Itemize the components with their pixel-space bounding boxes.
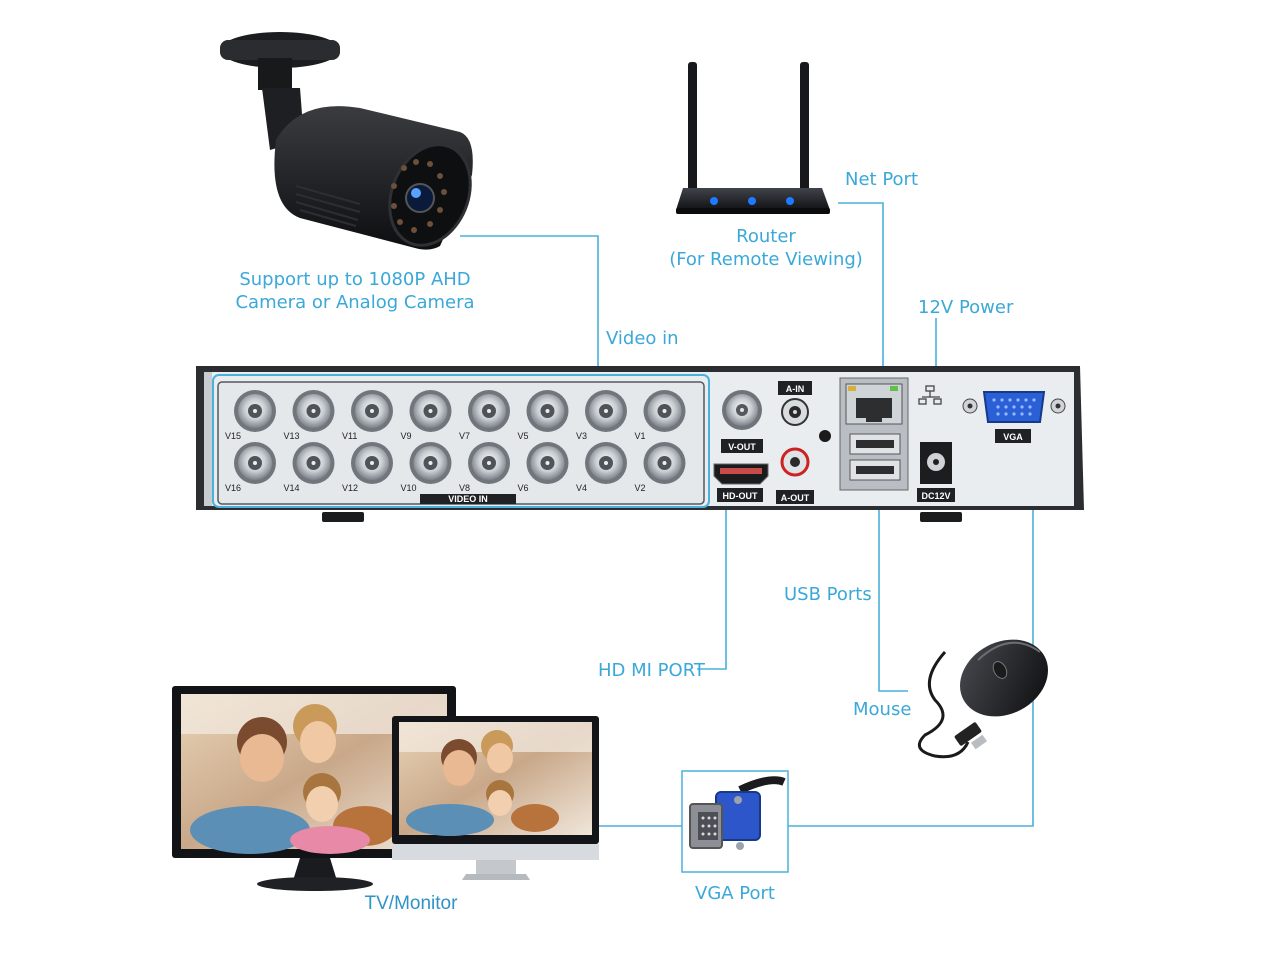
bnc-connector-v7 <box>468 390 510 432</box>
hd-out-tag: HD-OUT <box>723 491 758 501</box>
audio-out-jack <box>780 447 810 477</box>
channel-label-v4: V4 <box>576 483 587 493</box>
channel-label-v11: V11 <box>342 431 357 441</box>
vga-cable-icon <box>689 776 786 850</box>
a-in-tag: A-IN <box>786 384 805 394</box>
channel-label-v16: V16 <box>225 483 241 493</box>
channel-label-v14: V14 <box>284 483 300 493</box>
channel-label-v10: V10 <box>401 483 417 493</box>
bnc-connector-v15 <box>234 390 276 432</box>
line-camera-video-in <box>460 235 599 375</box>
monitor-icon <box>172 686 599 891</box>
bnc-connector-v14 <box>292 442 335 484</box>
bnc-connector-v4 <box>585 442 627 484</box>
line-hdmi <box>697 483 727 670</box>
router-label-line2: (For Remote Viewing) <box>669 249 863 270</box>
channel-label-v13: V13 <box>284 431 300 441</box>
vga-port-label: VGA Port <box>695 883 775 904</box>
v-out-connector <box>722 390 762 430</box>
bnc-connector-v3 <box>585 390 627 432</box>
network-icon <box>918 385 942 405</box>
bnc-connector-v11 <box>351 390 393 432</box>
hdmi-port-label: HD MI PORT <box>598 660 706 681</box>
line-usb-mouse <box>878 482 908 692</box>
v-out-tag: V-OUT <box>728 442 756 452</box>
bnc-connector-v2 <box>643 442 686 484</box>
mouse-icon <box>917 639 1048 759</box>
vga-tag: VGA <box>1003 432 1023 442</box>
bnc-connector-v10 <box>409 442 452 484</box>
line-router-net-port <box>838 202 884 388</box>
tv-monitor-label: TV/Monitor <box>365 893 459 914</box>
line-vga-mouse <box>788 423 1034 827</box>
vga-connector <box>962 391 1066 423</box>
router-label-line1: Router <box>736 226 796 247</box>
usb-port-bottom <box>849 459 901 481</box>
usb-ports-label: USB Ports <box>784 584 872 605</box>
video-in-highlight <box>212 374 710 508</box>
bnc-connector-v13 <box>292 390 335 432</box>
bnc-connector-v1 <box>643 390 686 432</box>
channel-label-v12: V12 <box>342 483 358 493</box>
bnc-connector-v12 <box>351 442 393 484</box>
screw-icon <box>819 430 831 442</box>
channel-label-v7: V7 <box>459 431 470 441</box>
lan-port <box>845 383 903 425</box>
net-port-label: Net Port <box>845 169 918 190</box>
video-in-tag: VIDEO IN <box>448 494 488 504</box>
channel-label-v15: V15 <box>225 431 241 441</box>
bnc-connector-v6 <box>526 442 569 484</box>
bnc-connector-v8 <box>468 442 510 484</box>
channel-label-v5: V5 <box>518 431 529 441</box>
channel-label-v6: V6 <box>518 483 529 493</box>
channel-label-v1: V1 <box>635 431 646 441</box>
bnc-connector-v9 <box>409 390 452 432</box>
power-label: 12V Power <box>918 297 1014 318</box>
dc-power-jack <box>920 442 952 484</box>
mouse-label: Mouse <box>853 699 911 720</box>
channel-label-v9: V9 <box>401 431 412 441</box>
video-in-label: Video in <box>606 328 679 349</box>
bnc-connector-v5 <box>526 390 569 432</box>
a-out-tag: A-OUT <box>781 493 810 503</box>
camera-label-line1: Support up to 1080P AHD <box>239 269 470 290</box>
camera-label-line2: Camera or Analog Camera <box>235 292 474 313</box>
camera-icon <box>220 32 473 250</box>
channel-label-v3: V3 <box>576 431 587 441</box>
connector-lines <box>460 202 1034 827</box>
router-icon <box>676 62 830 214</box>
audio-in-jack <box>781 398 809 426</box>
usb-port-top <box>849 433 901 455</box>
bnc-connector-v16 <box>234 442 276 484</box>
channel-label-v2: V2 <box>635 483 646 493</box>
channel-label-v8: V8 <box>459 483 470 493</box>
dc12v-tag: DC12V <box>921 491 950 501</box>
